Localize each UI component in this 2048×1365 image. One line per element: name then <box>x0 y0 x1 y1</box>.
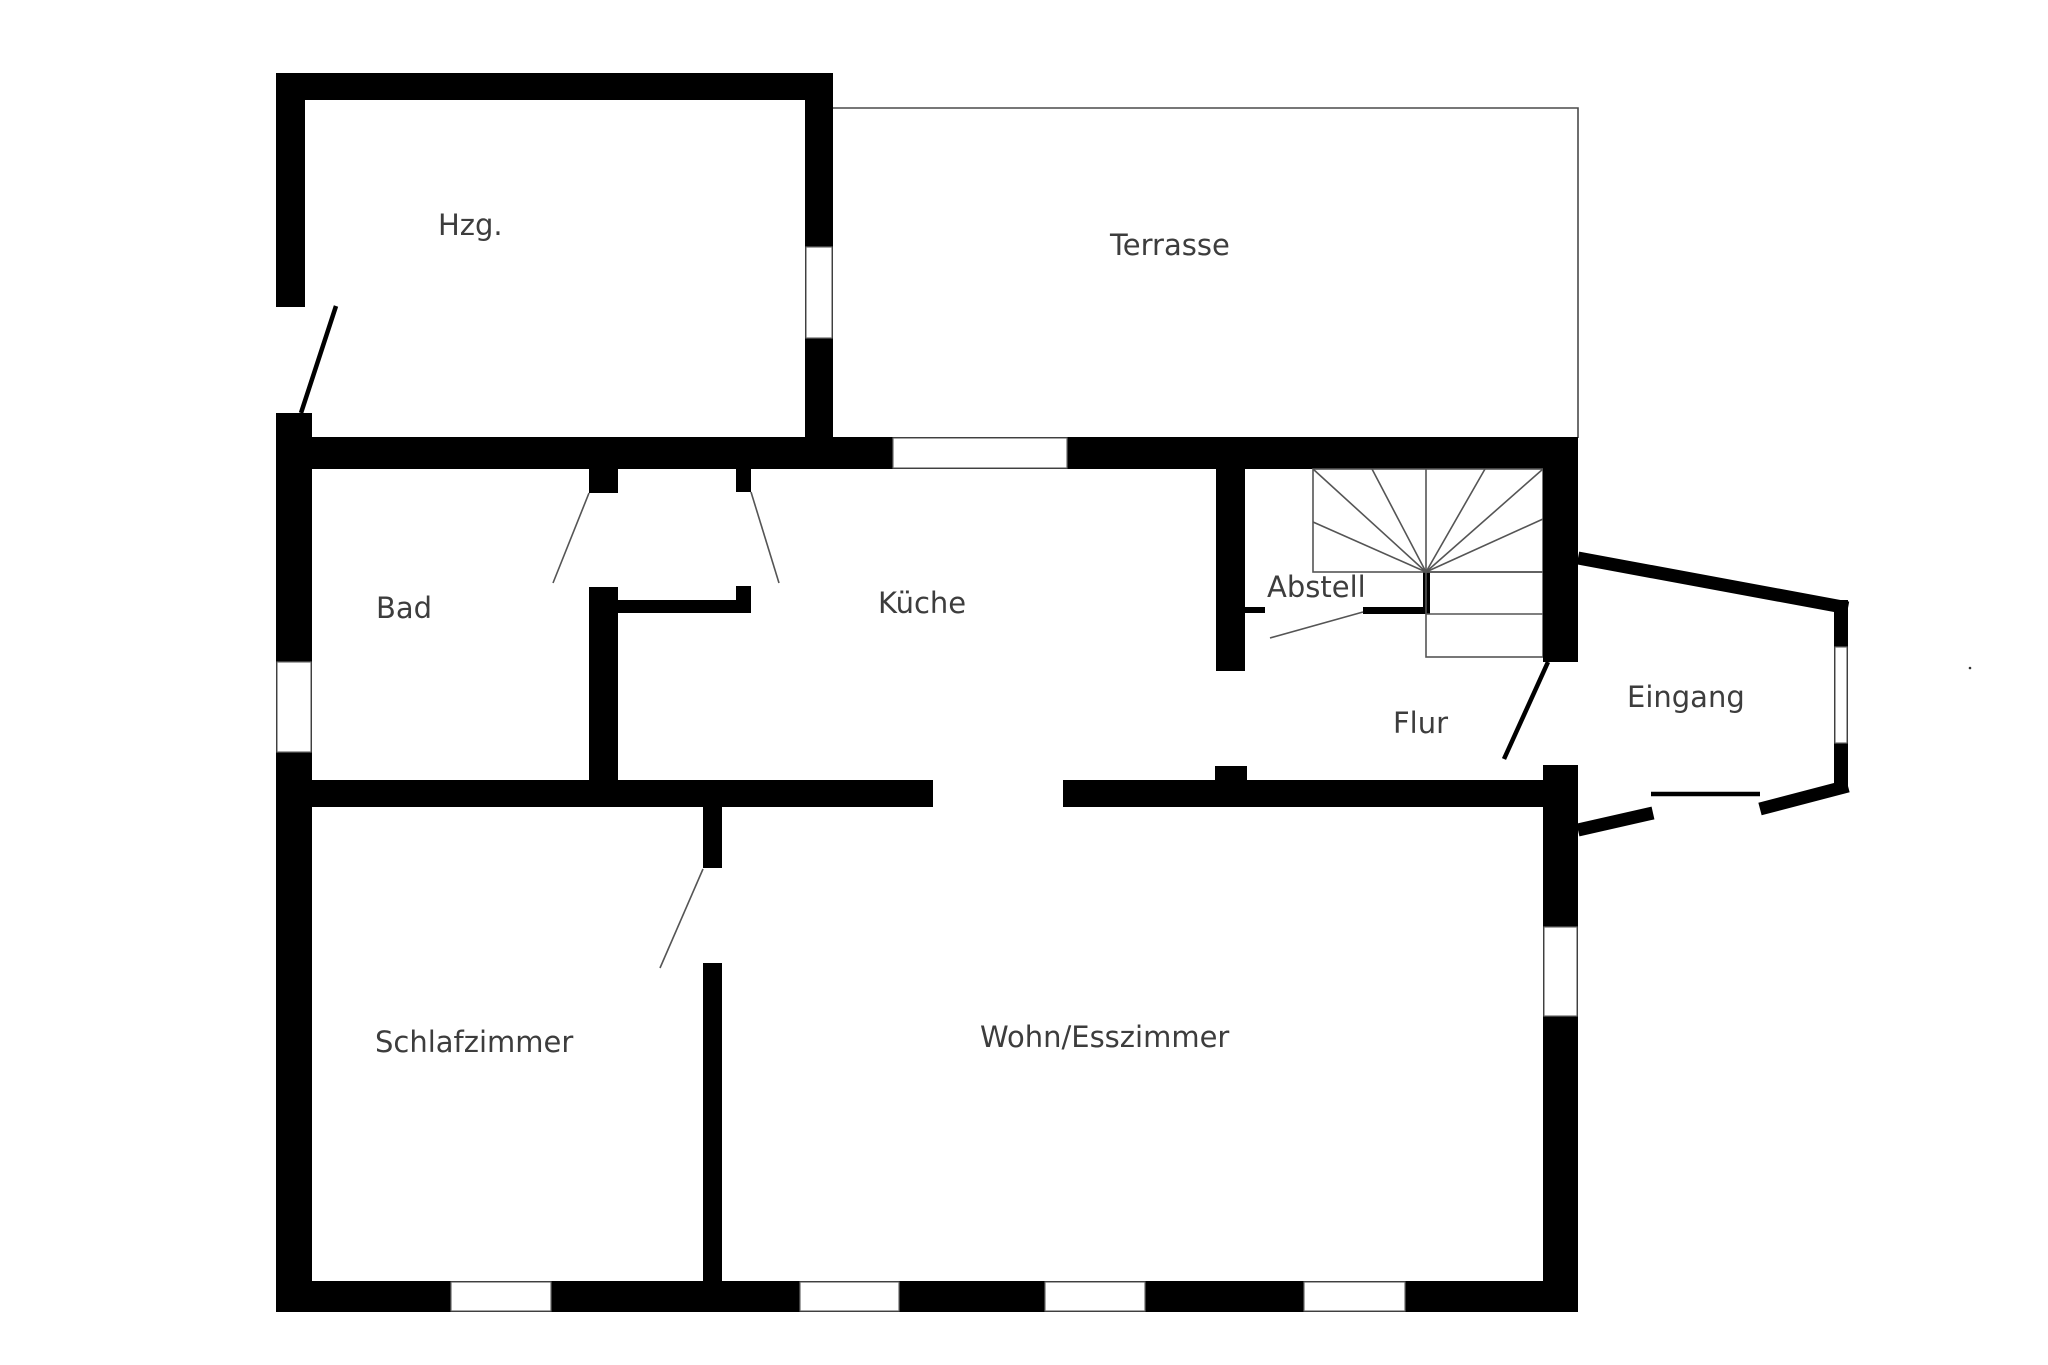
schlafzimmer-partition <box>659 807 722 1283</box>
bottom-wall <box>276 1281 1578 1312</box>
hzg-door <box>298 305 339 414</box>
main-top-wall <box>276 437 1578 469</box>
middle-wall <box>276 766 1543 807</box>
hzg-window <box>805 246 833 339</box>
kueche-window <box>892 437 1068 469</box>
room-label-eingang: Eingang <box>1627 680 1745 714</box>
schlafzimmer-door <box>659 868 704 969</box>
room-label-abstell: Abstell <box>1267 570 1366 604</box>
left-wall <box>276 413 312 1312</box>
room-label-kueche: Küche <box>878 586 966 620</box>
bad-door <box>552 492 590 584</box>
room-label-wohn-esszimmer: Wohn/Esszimmer <box>980 1020 1229 1054</box>
room-label-schlafzimmer: Schlafzimmer <box>375 1025 573 1059</box>
flur-door <box>1501 661 1551 760</box>
right-wall-upper <box>1501 437 1578 760</box>
schlafzimmer-window <box>450 1281 552 1312</box>
eingang-window <box>1834 646 1848 744</box>
room-label-flur: Flur <box>1393 706 1448 740</box>
room-label-hzg: Hzg. <box>438 208 503 242</box>
kueche-door <box>750 491 780 584</box>
room-label-terrasse: Terrasse <box>1109 228 1230 262</box>
stray-dot <box>1968 666 1972 670</box>
abstell-door <box>1269 611 1364 639</box>
right-wall-lower <box>1543 765 1578 1312</box>
eingang-walls <box>1576 551 1972 837</box>
wohn-window-3 <box>1303 1281 1406 1312</box>
terrace-outline <box>833 107 1579 438</box>
hzg-walls <box>276 73 833 439</box>
wohn-side-window <box>1543 926 1578 1017</box>
wohn-window-2 <box>1044 1281 1146 1312</box>
bad-window <box>276 661 312 753</box>
staircase <box>1312 468 1544 658</box>
room-label-bad: Bad <box>376 591 432 625</box>
bad-kueche-partition <box>552 469 780 787</box>
wohn-window-1 <box>799 1281 900 1312</box>
